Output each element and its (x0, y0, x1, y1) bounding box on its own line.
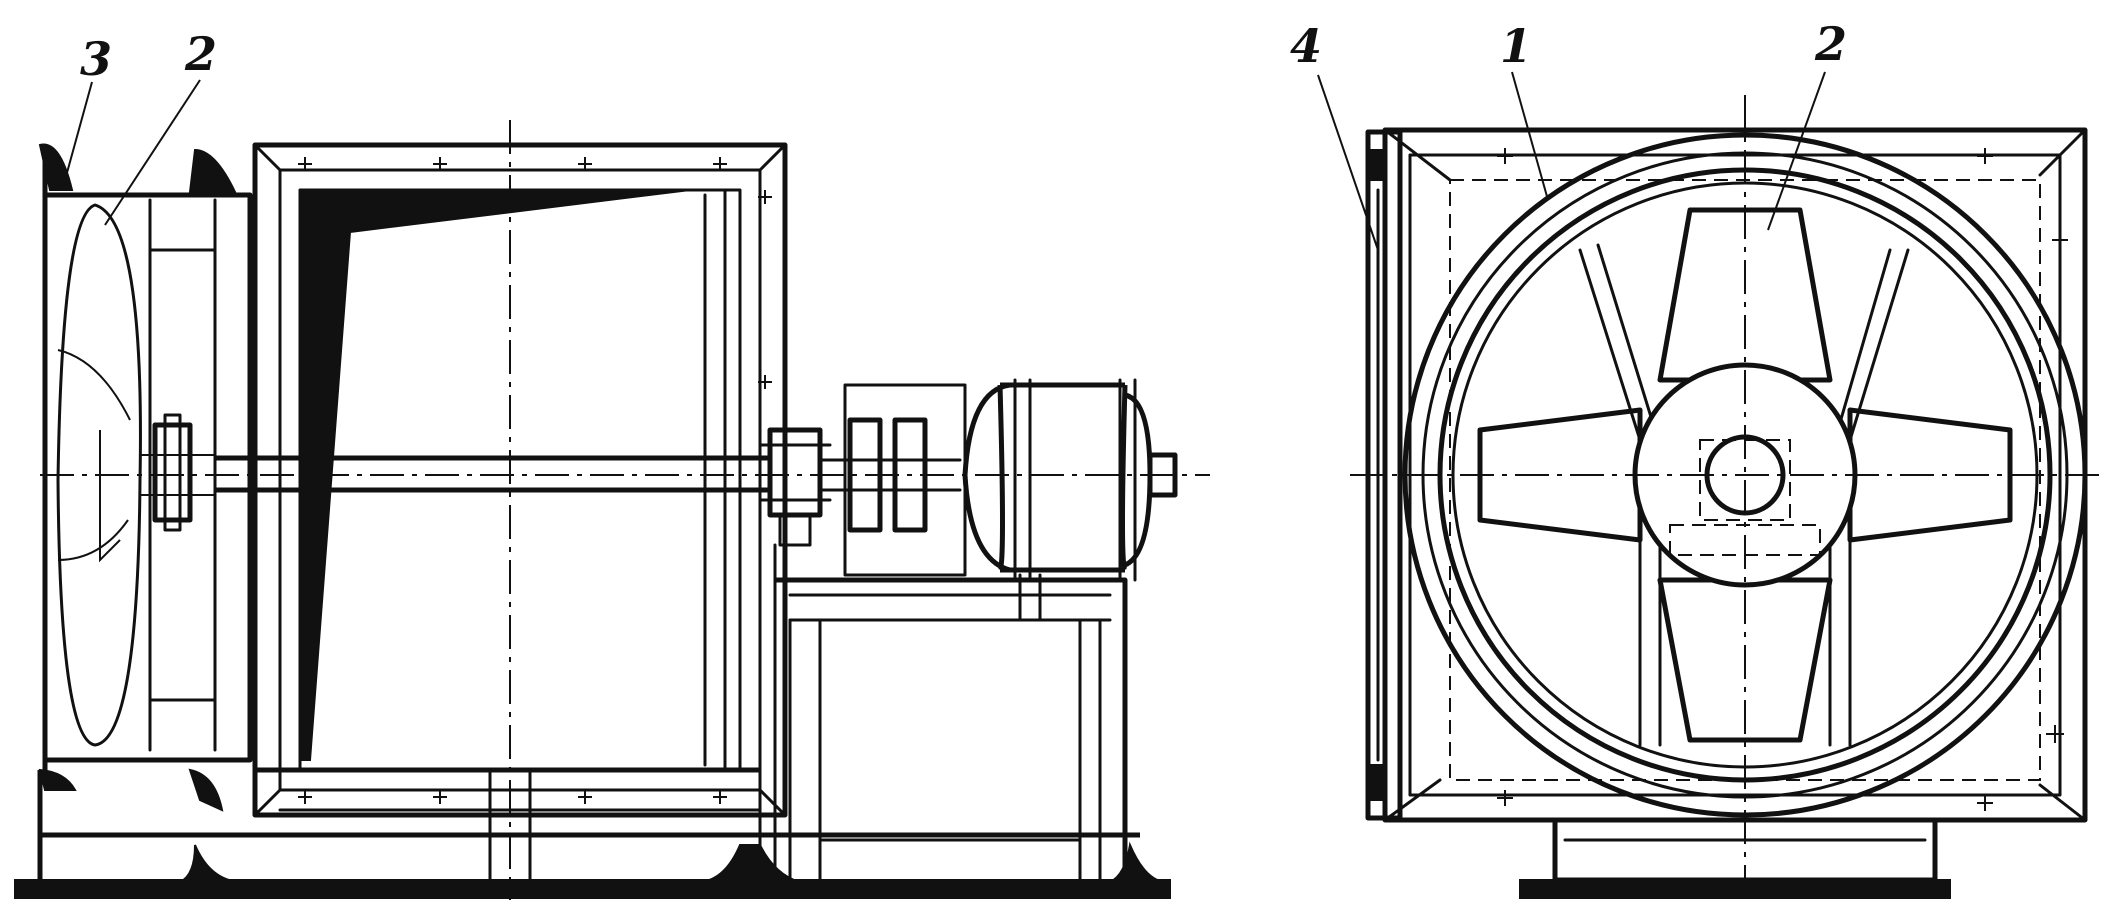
square-casing (1382, 127, 2088, 823)
side-view (14, 79, 1210, 900)
front-view (1317, 71, 2105, 905)
front-view-centerlines (1350, 95, 2105, 905)
label-2-front: 2 (1814, 17, 1847, 71)
support-struts (1578, 243, 1910, 747)
leader-1 (1511, 71, 1549, 201)
label-3: 3 (80, 32, 112, 86)
label-4: 4 (1290, 19, 1322, 73)
duct-casing (252, 142, 788, 882)
label-1: 1 (1500, 19, 1532, 73)
base-plate (14, 770, 1171, 899)
coupling (818, 383, 967, 577)
impeller-housing (38, 143, 253, 812)
motor-stand (775, 577, 1128, 882)
impeller-blade (56, 203, 142, 747)
leader-4 (1317, 74, 1379, 251)
front-pedestal (1519, 817, 1951, 899)
label-2-side: 2 (184, 27, 217, 81)
leader-2-front (1767, 71, 1826, 231)
leader-3 (64, 81, 93, 181)
leader-2-side (104, 79, 201, 226)
side-view-centerlines (40, 120, 1210, 900)
shaft (215, 455, 770, 493)
flange-bolts-front (1497, 148, 2068, 811)
impeller-hub (140, 413, 215, 532)
flange-bolts-side (298, 157, 772, 804)
bearing (758, 427, 832, 882)
motor (962, 378, 1178, 622)
